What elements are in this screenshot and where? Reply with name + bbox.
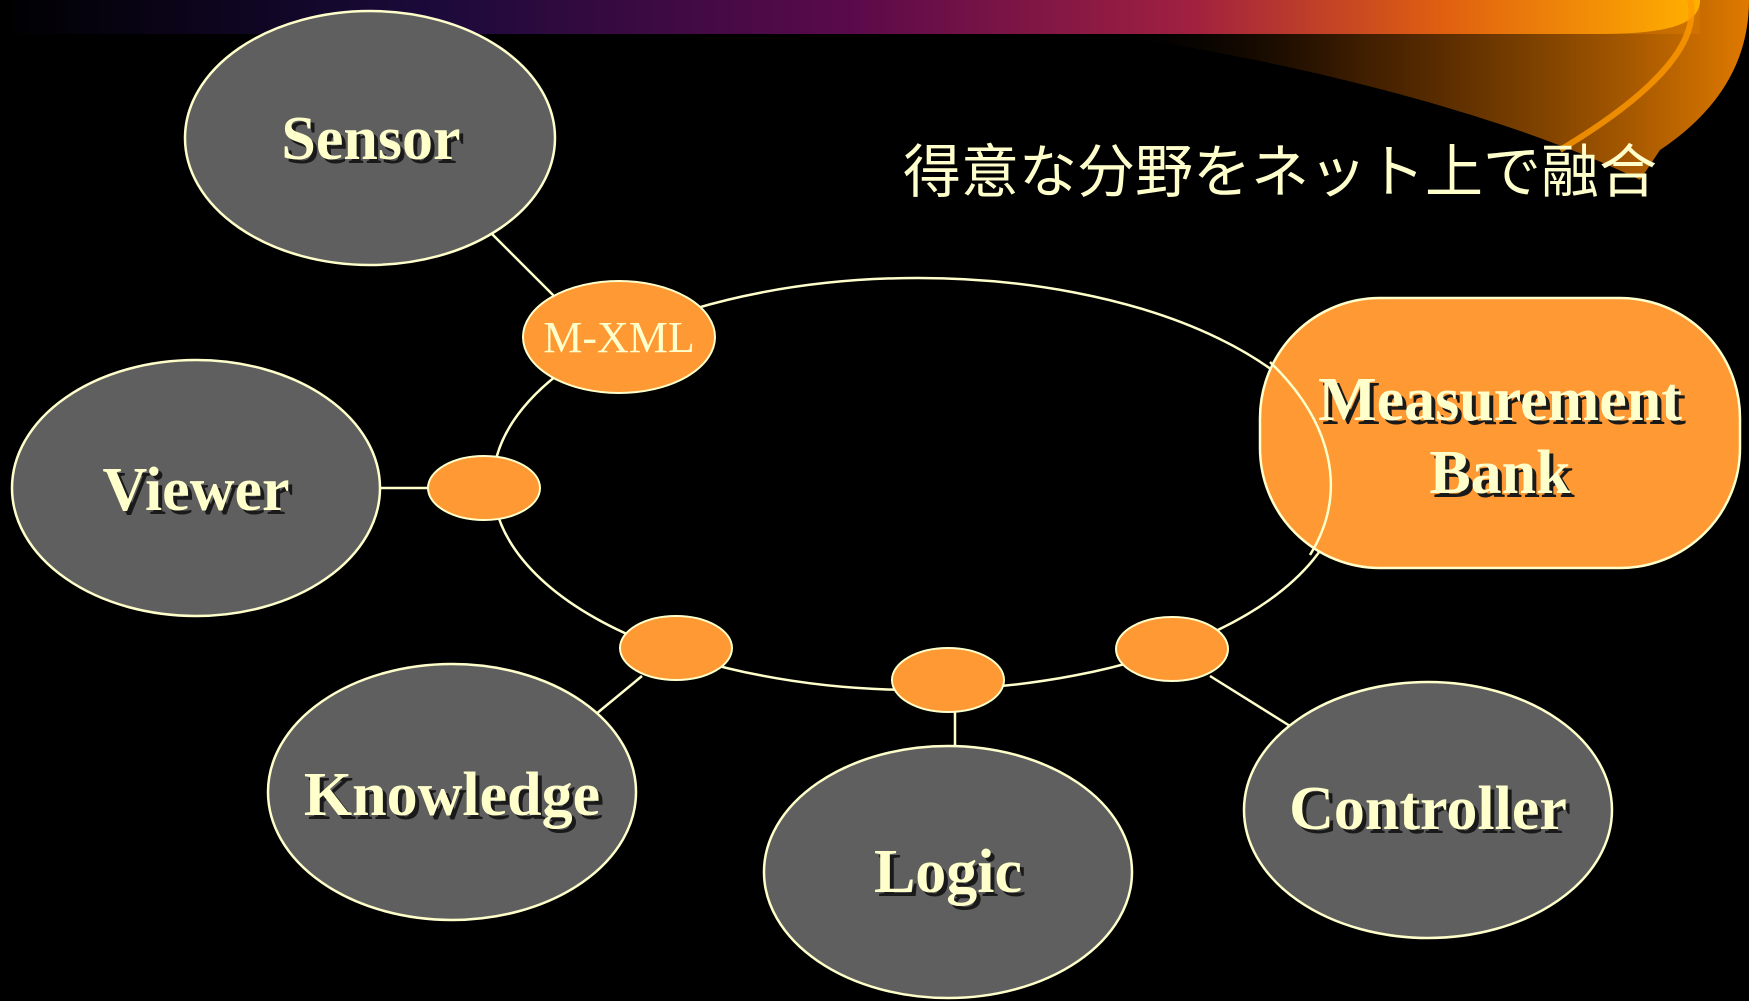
hub-label2: Bank (1429, 439, 1571, 507)
banner-swoosh-edge (1558, 0, 1695, 153)
top-banner (0, 0, 1700, 34)
hub-label2-shadow: Bank (1433, 443, 1575, 511)
connector-controller (1209, 674, 1291, 728)
port-controller[interactable] (1115, 616, 1229, 682)
sensor-label: Sensor (281, 105, 460, 173)
knowledge-label-shadow: Knowledge (308, 765, 604, 833)
port-knowledge[interactable] (619, 615, 733, 681)
port-logic[interactable] (891, 647, 1005, 713)
sensor-label-shadow: Sensor (285, 109, 464, 177)
logic-label: Logic (874, 838, 1022, 906)
logic-node[interactable] (762, 744, 1134, 1000)
viewer-node[interactable] (10, 358, 382, 618)
controller-node[interactable] (1242, 680, 1614, 940)
knowledge-label: Knowledge (304, 761, 600, 829)
port-mxml[interactable] (522, 280, 716, 394)
controller-label-shadow: Controller (1293, 779, 1571, 847)
viewer-label: Viewer (102, 456, 289, 524)
measurement-bank-hub[interactable] (1258, 296, 1742, 570)
connector-sensor (489, 231, 561, 303)
controller-label: Controller (1289, 775, 1567, 843)
connector-knowledge (595, 675, 643, 715)
logic-label-shadow: Logic (878, 842, 1026, 910)
sensor-node[interactable] (183, 9, 557, 267)
port-viewer[interactable] (427, 455, 541, 521)
knowledge-node[interactable] (266, 662, 638, 922)
port-mxml-label: M-XML (543, 313, 695, 362)
headline: 得意な分野をネット上で融合 (903, 138, 1657, 206)
hub-label-shadow: Measurement (1322, 370, 1686, 438)
viewer-label-shadow: Viewer (106, 460, 293, 528)
hub-label: Measurement (1318, 366, 1682, 434)
ring-overlay-on-hub (1269, 361, 1332, 556)
